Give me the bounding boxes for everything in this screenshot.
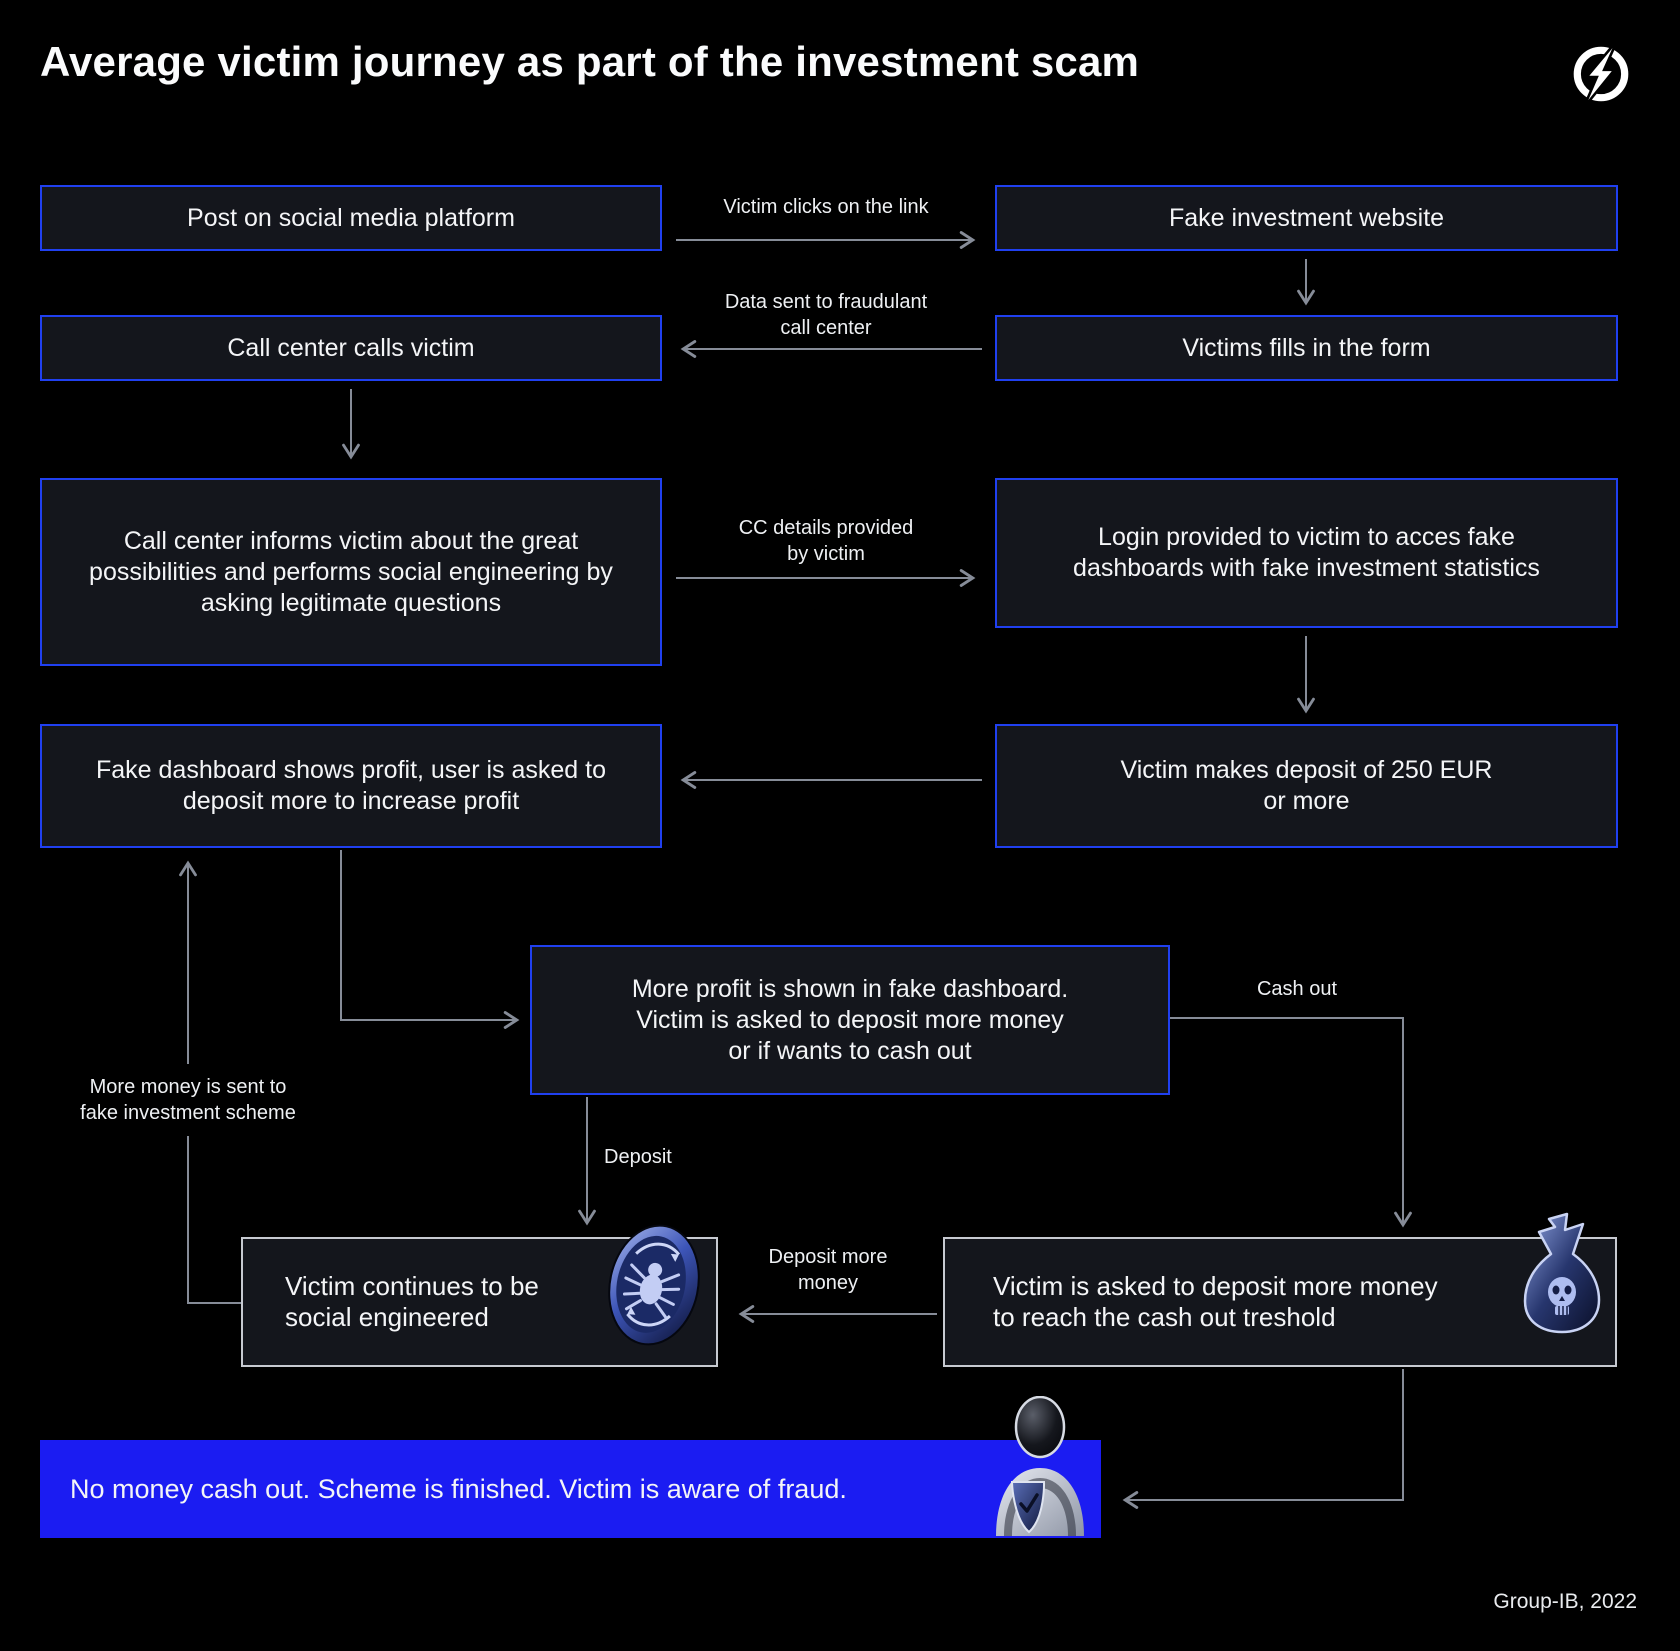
node-fake-dashboard-profit: Fake dashboard shows profit, user is ask… [40,724,662,848]
source-credit: Group-IB, 2022 [1493,1590,1637,1613]
node-login-provided: Login provided to victim to acces fake d… [995,478,1618,628]
group-ib-logo-icon [1573,40,1629,108]
node-scheme-finished: No money cash out. Scheme is finished. V… [40,1440,1101,1538]
node-post-social-media: Post on social media platform [40,185,662,251]
node-victim-fills-form: Victims fills in the form [995,315,1618,381]
arrow-cashout-elbow [1170,1017,1412,1228]
edge-label-victim-clicks: Victim clicks on the link [723,196,929,218]
page-title: Average victim journey as part of the in… [40,38,1140,85]
node-more-profit-shown: More profit is shown in fake dashboard. … [530,945,1170,1095]
node-call-center-informs: Call center informs victim about the gre… [40,478,662,666]
skull-moneybag-icon [1523,1212,1601,1334]
victim-shield-person-icon [996,1396,1084,1536]
edge-label-deposit: Deposit [604,1146,672,1168]
edge-label-data-sent: Data sent to fraudulant call center [724,291,928,339]
edge-label-deposit-more-money: Deposit more money [768,1246,888,1294]
node-victim-deposit-250: Victim makes deposit of 250 EUR or more [995,724,1618,848]
arrow-dashboard-to-moreprofit [340,850,520,1029]
edge-label-cc-details: CC details provided by victim [738,517,914,565]
node-call-center-calls: Call center calls victim [40,315,662,381]
edge-label-more-money-sent: More money is sent to fake investment sc… [55,1064,321,1136]
node-deposit-more-threshold: Victim is asked to deposit more money to… [943,1237,1617,1367]
spider-coin-icon [608,1224,700,1346]
node-fake-investment-website: Fake investment website [995,185,1618,251]
edge-label-cash-out: Cash out [1256,978,1338,1000]
arrow-to-finished [1122,1369,1404,1509]
